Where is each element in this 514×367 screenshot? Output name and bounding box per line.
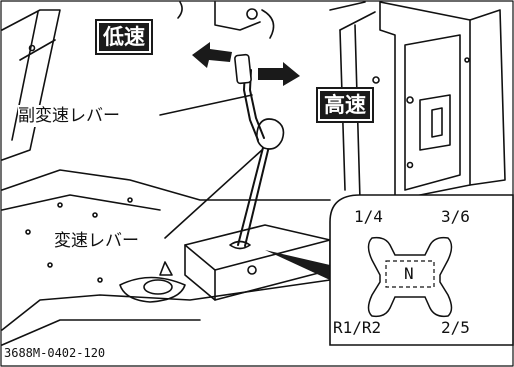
shift-gate-outline	[367, 236, 453, 318]
low-speed-label: 低速	[95, 19, 153, 55]
gear-1-4-label: 1/4	[354, 207, 383, 226]
high-speed-label: 高速	[316, 87, 374, 123]
shift-lever-label: 変速レバー	[54, 230, 139, 252]
gear-2-5-label: 2/5	[441, 318, 470, 337]
gear-3-6-label: 3/6	[441, 207, 470, 226]
part-number: 3688M-0402-120	[4, 346, 106, 360]
gear-r1-r2-label: R1/R2	[333, 318, 382, 337]
neutral-zone	[385, 260, 435, 288]
sub-shift-lever-label: 副変速レバー	[18, 105, 120, 127]
neutral-label: N	[404, 264, 414, 283]
